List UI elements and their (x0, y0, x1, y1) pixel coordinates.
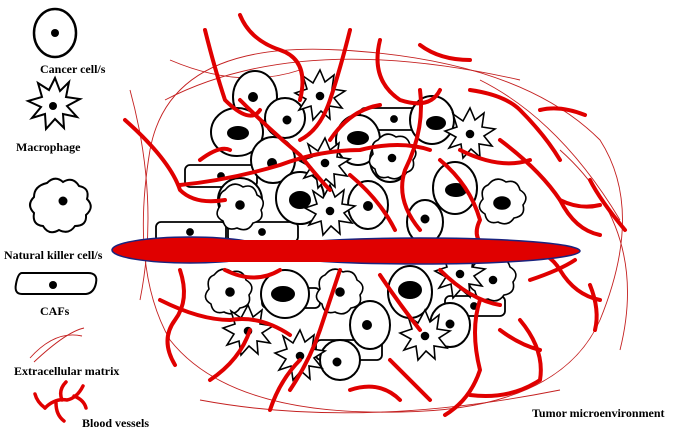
macrophage-icon (25, 75, 84, 132)
nk-cell (216, 183, 265, 231)
cancer-cell (432, 161, 478, 215)
nk-cell (478, 178, 527, 225)
central-blood-vessel (111, 236, 581, 265)
cancer-cell (319, 339, 361, 381)
legend-label-blood-vessels: Blood vessels (82, 416, 150, 430)
blood-vessel-network (123, 13, 627, 417)
blood-vessel-icon (33, 380, 88, 423)
nk-cell (204, 268, 253, 315)
nk-cells (204, 133, 527, 315)
legend-label-cafs: CAFs (40, 304, 70, 318)
cancer-cell (347, 180, 389, 230)
nk-cell-icon (29, 177, 92, 234)
macrophage (303, 183, 358, 237)
cancer-cell (349, 300, 391, 350)
extracellular-matrix (129, 48, 628, 414)
diagram-caption: Tumor microenvironment (532, 406, 665, 420)
matrix-fiber-icon (29, 327, 85, 363)
cancer-cell (210, 107, 264, 157)
cancer-cell (406, 199, 444, 245)
macrophage (443, 106, 498, 160)
legend-label-macrophage: Macrophage (16, 140, 81, 154)
cancer-cells (210, 70, 478, 381)
legend-label-ecm: Extracellular matrix (14, 364, 120, 378)
caf-icon (14, 272, 98, 295)
cancer-cell (264, 97, 306, 139)
cancer-cell (260, 269, 310, 319)
legend-label-nk-cell: Natural killer cell/s (4, 248, 103, 262)
cancer-cell-icon (32, 7, 78, 59)
legend-label-cancer-cell: Cancer cell/s (40, 62, 106, 76)
